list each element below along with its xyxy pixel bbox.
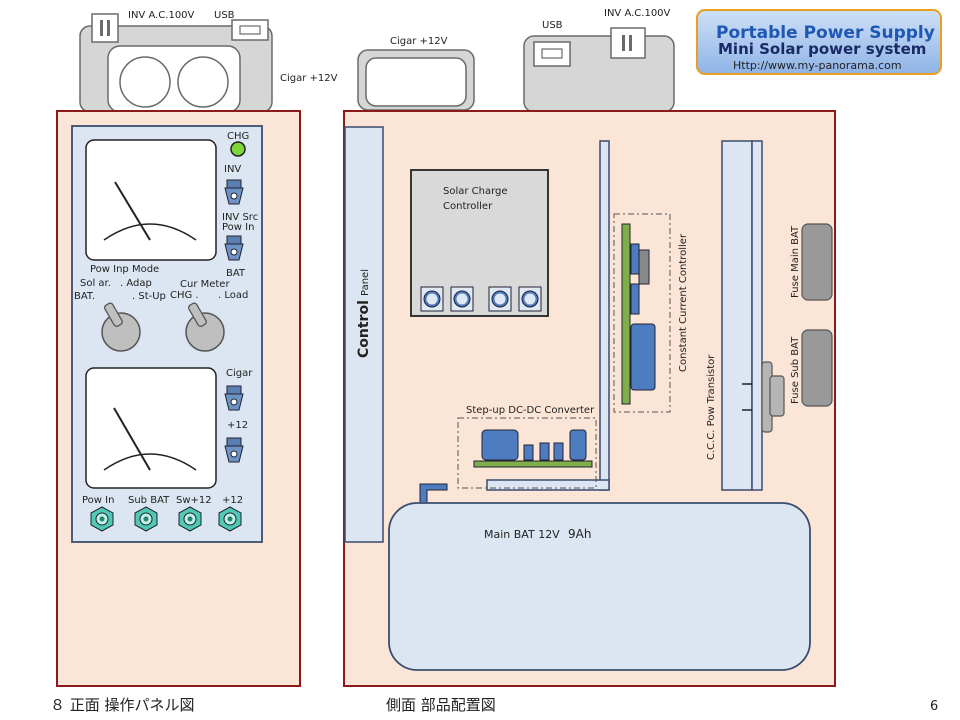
power-input-mode-knob[interactable] (101, 302, 141, 352)
usb-port-right-icon (533, 41, 571, 67)
label-terminal-sub-bat: Sub BAT (128, 495, 170, 506)
label-inv-src: INV Src (222, 212, 258, 223)
label-pow-in: Pow In (222, 222, 254, 233)
mounting-plate-vertical (599, 140, 610, 491)
label-adap: . Adap (120, 278, 152, 289)
top-mid-device (357, 49, 475, 111)
label-bat: BAT (226, 268, 246, 279)
label-control-panel: Control (356, 300, 372, 358)
label-inv-left: INV A.C.100V (128, 10, 195, 21)
control-panel-side (344, 126, 384, 543)
stepup-converter (457, 417, 597, 489)
inverter-switch-right-icon (610, 27, 646, 59)
label-main-bat-capacity: 9Ah (568, 527, 591, 541)
label-cigar-left: Cigar +12V (280, 73, 338, 84)
solar-charge-controller (410, 169, 549, 317)
label-cigar-mid: Cigar +12V (390, 36, 448, 47)
fuse-main-bat (801, 223, 833, 301)
solar-terminal-1 (420, 286, 444, 312)
label-fuse-sub: Fuse Sub BAT (790, 336, 801, 404)
label-terminal-12: +12 (222, 495, 243, 506)
label-inv-right: INV A.C.100V (604, 8, 671, 19)
label-bat-dot: BAT. (74, 291, 95, 302)
title-line2: Mini Solar power system (718, 40, 926, 58)
label-fuse-main: Fuse Main BAT (790, 225, 801, 298)
caption-side-view: 側面 部品配置図 (386, 696, 496, 714)
fuse-sub-bat (801, 329, 833, 407)
page-number: 6 (930, 699, 938, 714)
caption-front-panel: ８ 正面 操作パネル図 (50, 696, 195, 714)
label-sol-ar: Sol ar. (80, 278, 111, 289)
inv-source-toggle-switch[interactable] (224, 235, 244, 261)
label-st-up: . St-Up (132, 291, 166, 302)
label-usb-right: USB (542, 20, 563, 31)
label-inv: INV (224, 164, 241, 175)
label-stepup: Step-up DC-DC Converter (466, 405, 595, 416)
charge-led-icon (230, 141, 246, 157)
current-meter (85, 367, 217, 489)
power-input-meter (85, 139, 217, 261)
label-plus12-switch: +12 (227, 420, 248, 431)
title-url: Http://www.my-panorama.com (733, 59, 902, 72)
mounting-plate-horizontal (486, 479, 610, 491)
solar-terminal-3 (488, 286, 512, 312)
label-ccc-transistor: C.C.C. Pow Transistor (706, 354, 717, 460)
label-chg-dot: CHG . (170, 290, 199, 301)
label-cur-meter: Cur Meter (180, 279, 230, 290)
current-meter-knob[interactable] (185, 302, 225, 352)
top-left-device (79, 13, 273, 113)
label-solar-line2: Controller (443, 201, 493, 212)
title-line1: Portable Power Supply (716, 23, 935, 43)
constant-current-controller (613, 213, 671, 413)
solar-terminal-4 (518, 286, 542, 312)
plus12-toggle-switch[interactable] (224, 437, 244, 463)
label-solar-line1: Solar Charge (443, 186, 508, 197)
inv-toggle-switch[interactable] (224, 179, 244, 205)
label-main-bat: Main BAT 12V (484, 528, 560, 541)
label-terminal-sw12: Sw+12 (176, 495, 212, 506)
inverter-switch-icon (91, 13, 119, 43)
label-pow-inp-mode: Pow Inp Mode (90, 264, 159, 275)
top-right-device (523, 27, 675, 113)
main-battery (388, 483, 811, 671)
solar-terminal-2 (450, 286, 474, 312)
label-cc-controller: Constant Current Controller (678, 233, 689, 372)
label-usb-left: USB (214, 10, 235, 21)
label-chg: CHG (227, 131, 249, 142)
label-cigar: Cigar (226, 368, 253, 379)
title-box: Portable Power Supply Mini Solar power s… (696, 9, 942, 75)
label-load: . Load (218, 290, 248, 301)
cigar-toggle-switch[interactable] (224, 385, 244, 411)
usb-port-icon (231, 19, 269, 41)
label-terminal-pow-in: Pow In (82, 495, 114, 506)
label-control-panel-sub: Panel (360, 269, 371, 296)
power-transistor-heatsink (721, 140, 785, 491)
